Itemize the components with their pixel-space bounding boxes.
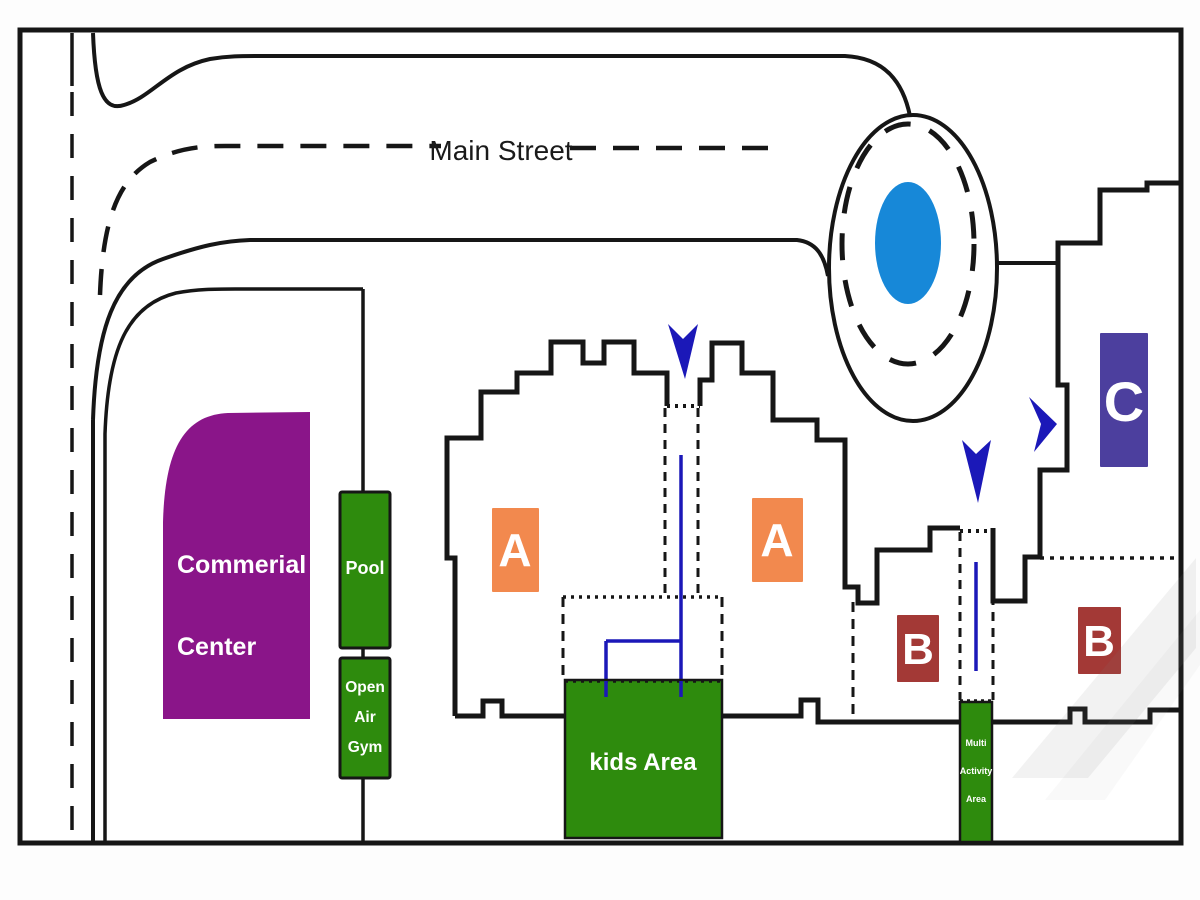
entrance-arrow-b-down-icon — [962, 440, 991, 503]
route-line-a-tails — [604, 681, 683, 697]
block-a-left-label: A — [498, 524, 531, 576]
commercial-center-label-line2: Center — [177, 633, 256, 661]
commercial-center-block — [163, 412, 310, 719]
block-c-outline — [990, 180, 1181, 604]
block-b-right-badge — [1078, 607, 1121, 674]
multi-activity-label-line2: Activity — [960, 766, 993, 776]
south-boundary-outline — [455, 697, 1181, 725]
entrance-arrow-a-down-icon — [668, 324, 698, 379]
main-street-label: Main Street — [429, 135, 572, 166]
block-a-left-badge — [492, 508, 539, 592]
main-street-top-edge — [91, 32, 912, 117]
block-b-left-label: B — [902, 625, 934, 674]
open-air-gym-label-line3: Gym — [348, 739, 382, 756]
block-a-outline-west — [444, 339, 670, 716]
commercial-center-label-line1: Commerial — [177, 551, 306, 579]
roundabout-dashed-ring — [839, 121, 977, 367]
open-air-gym-label-line1: Open — [345, 679, 385, 696]
watermark-streak — [1012, 558, 1196, 778]
multi-activity-label-line3: Area — [966, 794, 987, 804]
block-b-right-label: B — [1083, 617, 1115, 666]
multi-activity-label-line1: Multi — [966, 738, 987, 748]
block-a-right-label: A — [760, 514, 793, 566]
entrance-arrow-c-right-icon — [1029, 397, 1057, 452]
block-c-badge — [1100, 333, 1148, 467]
block-b-left-badge — [897, 615, 939, 682]
block-c-label: C — [1104, 370, 1144, 433]
open-air-gym-block — [338, 656, 392, 780]
block-a-right-badge — [752, 498, 803, 582]
watermark-streak-2 — [1045, 610, 1200, 800]
kids-area-block — [563, 678, 724, 840]
open-air-gym-label-line2: Air — [354, 709, 376, 726]
commercial-plot-boundary-curve — [103, 287, 363, 435]
block-a-b-outline-east — [697, 340, 960, 606]
pool-label: Pool — [346, 558, 385, 578]
main-street-bottom-edge — [91, 238, 830, 421]
roundabout-island — [875, 182, 941, 304]
pool-block — [338, 490, 392, 650]
main-street-center-dash-left — [97, 143, 441, 296]
multi-activity-area-block — [958, 700, 994, 844]
kids-area-label: kids Area — [589, 749, 697, 776]
